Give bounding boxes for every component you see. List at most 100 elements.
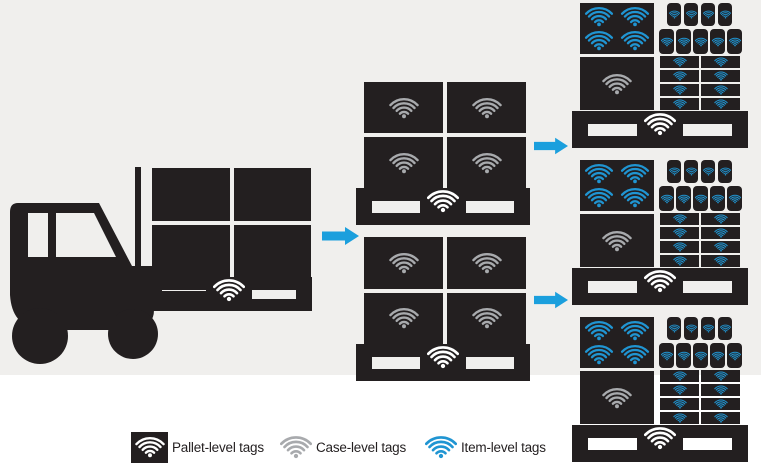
item-tag-icon [620, 187, 650, 208]
pallet-tag-icon [427, 189, 459, 213]
item-tag-icon [672, 399, 688, 409]
tagged-can [718, 160, 732, 183]
case-tag-icon [389, 97, 419, 119]
item-tag-icon [661, 194, 673, 204]
case-level-pallet-bottom-cases [364, 237, 526, 344]
item-tag-icon [584, 163, 614, 184]
item-level-pallet-group [572, 3, 748, 148]
case-box [152, 168, 230, 221]
item-tag-icon [620, 344, 650, 365]
item-level-pallet-group [572, 160, 748, 305]
case-box [233, 168, 311, 221]
case-box [364, 137, 443, 188]
tagged-item-box [701, 227, 740, 239]
tagged-can [676, 186, 691, 211]
item-tag-icon [620, 30, 650, 51]
item-tag-icon [713, 413, 729, 423]
item-tag-icon [712, 37, 724, 47]
forklift-pallet-cases [152, 168, 311, 277]
tagged-can [659, 186, 674, 211]
item-tag-icon [661, 37, 673, 47]
case-tag-icon [602, 230, 632, 252]
tagged-item-box [701, 255, 740, 267]
pallet-tag-icon [131, 431, 168, 463]
item-tag-icon [720, 10, 731, 19]
tagged-item-box [701, 84, 740, 96]
case-box [580, 214, 654, 267]
item-tag-icon [713, 99, 729, 109]
case-level-pallet-top-cases [364, 82, 526, 188]
case-box [152, 224, 230, 277]
case-tag-icon [389, 252, 419, 274]
item-tag-icon [695, 194, 707, 204]
case-box [364, 237, 443, 289]
tagged-can [701, 3, 715, 26]
pallet-base [146, 277, 312, 311]
tagged-can [718, 3, 732, 26]
item-tag-icon [425, 435, 457, 459]
item-tag-icon [672, 71, 688, 81]
tagged-item-box [701, 370, 740, 382]
case-tag-icon [602, 73, 632, 95]
item-tag-icon [720, 324, 731, 333]
tagged-item-box [660, 70, 699, 82]
item-tag-icon [695, 351, 707, 361]
item-tag-icon [678, 37, 690, 47]
item-tag-icon [686, 10, 697, 19]
case-box [447, 237, 526, 289]
pallet-tag-icon [213, 278, 245, 302]
case-tag-icon [389, 307, 419, 329]
legend-item-pallet-level: Pallet-level tags [131, 430, 264, 464]
pallet-tag-icon [644, 112, 676, 136]
item-tag-icon [584, 30, 614, 51]
pallet-tag-icon [644, 426, 676, 450]
item-level-pallet-group [572, 317, 748, 462]
item-tag-icon [703, 324, 714, 333]
legend-item-item-level: Item-level tags [425, 430, 546, 464]
tagged-can [727, 343, 742, 368]
open-case-with-items [580, 3, 654, 54]
item-tag-icon [584, 6, 614, 27]
item-tag-icon [678, 351, 690, 361]
legend-label: Pallet-level tags [172, 439, 264, 455]
tagged-item-box [660, 56, 699, 68]
item-tag-icon [584, 344, 614, 365]
tagged-can [676, 29, 691, 54]
tagged-item-box [660, 370, 699, 382]
item-tag-icon [713, 242, 729, 252]
item-tag-icon [729, 37, 741, 47]
item-tag-icon [672, 85, 688, 95]
pallet-base [572, 268, 748, 305]
tagged-can [710, 186, 725, 211]
item-tag-icon [713, 228, 729, 238]
case-tag-icon [389, 152, 419, 174]
tagged-can [710, 29, 725, 54]
tagged-item-box [701, 412, 740, 424]
item-tag-icon [672, 242, 688, 252]
pallet-tag-icon [644, 269, 676, 293]
flow-arrow-icon [322, 227, 359, 245]
case-tag-icon [472, 252, 502, 274]
tagged-can [727, 186, 742, 211]
pallet-base [356, 188, 530, 225]
case-box [233, 224, 311, 277]
item-tag-icon [703, 167, 714, 176]
tagged-can [667, 160, 681, 183]
tagged-can [659, 29, 674, 54]
tagged-item-box [660, 213, 699, 225]
case-tag-icon [280, 435, 312, 459]
tagged-can [701, 160, 715, 183]
item-tag-icon [713, 399, 729, 409]
item-tag-icon [678, 194, 690, 204]
item-tag-icon [713, 385, 729, 395]
item-tag-icon [672, 385, 688, 395]
item-tag-icon [620, 6, 650, 27]
tagged-can [710, 343, 725, 368]
tagged-can [667, 3, 681, 26]
item-tag-icon [672, 57, 688, 67]
pallet-base [356, 344, 530, 381]
item-tag-icon [584, 320, 614, 341]
case-tag-icon [472, 307, 502, 329]
tagged-item-box [660, 84, 699, 96]
item-tag-icon [713, 214, 729, 224]
